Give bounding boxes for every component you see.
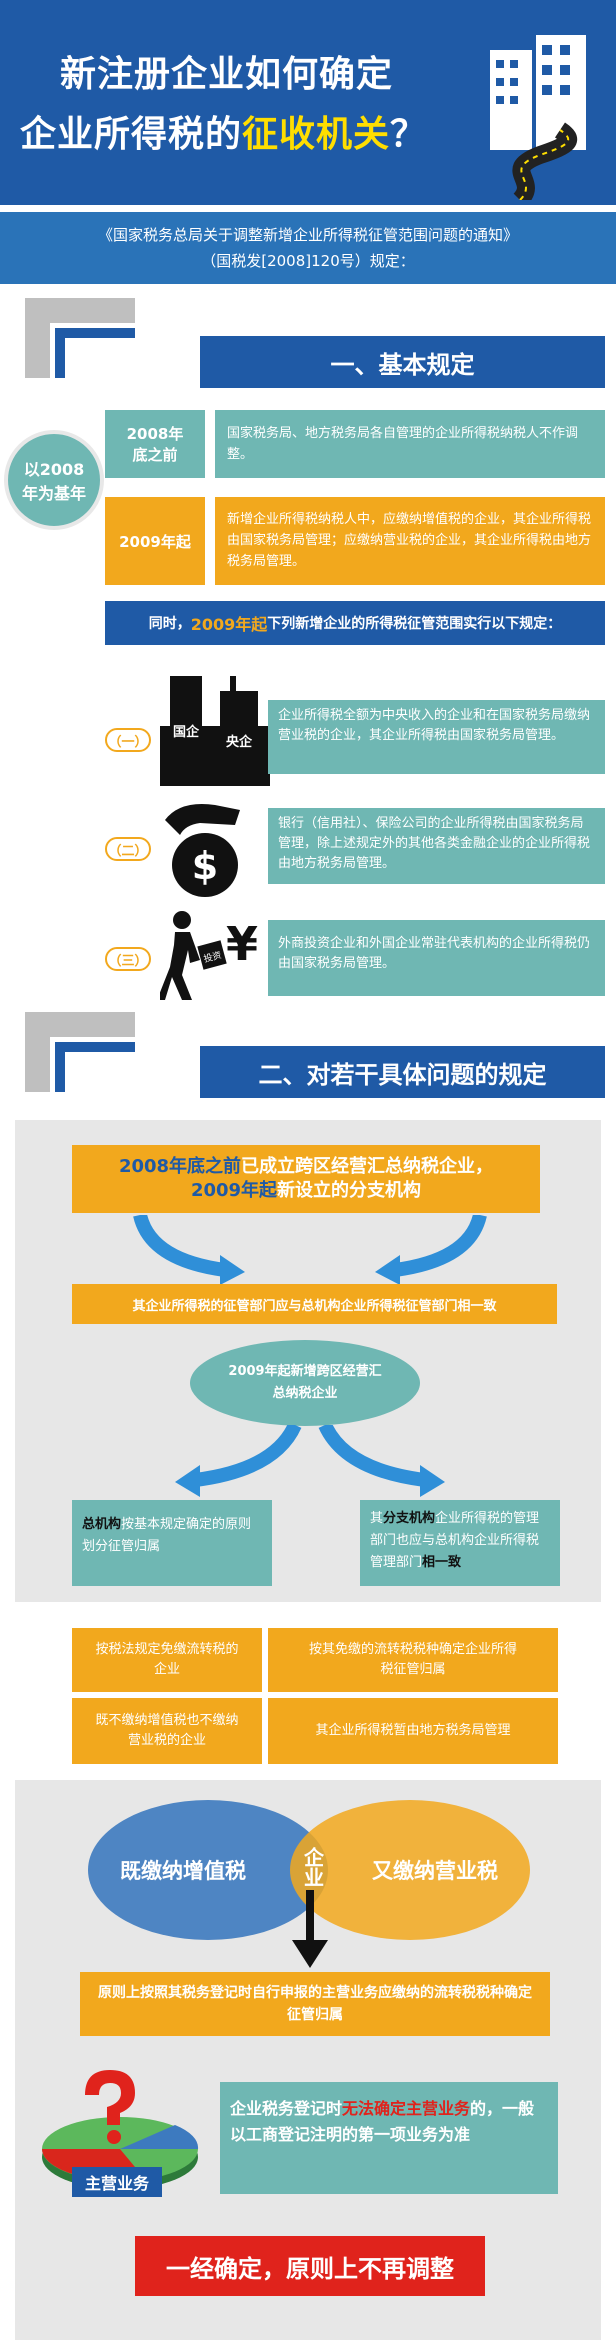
icon-label-b: 央企 [226, 734, 253, 750]
item-3-number: （三） [105, 947, 151, 971]
row-2009-text: 新增企业所得税纳税人中，应缴纳增值税的企业，其企业所得税由国家税务局管理；应缴纳… [215, 497, 605, 585]
head-office-box: 总机构按基本规定确定的原则划分征管归属 [72, 1500, 272, 1586]
business-tax-circle: 又缴纳营业税 [290, 1800, 530, 1940]
final-rule-banner: 一经确定，原则上不再调整 [135, 2236, 485, 2296]
item-2-number: （二） [105, 837, 151, 861]
base-year-badge: 以2008年为基年 [4, 430, 104, 530]
section-2-corner-icon [25, 1012, 135, 1092]
notice-line-1: 《国家税务总局关于调整新增企业所得税征管范围问题的通知》 [97, 226, 518, 244]
undetermined-business-note: 企业税务登记时无法确定主营业务的，一般以工商登记注明的第一项业务为准 [220, 2082, 558, 2194]
icon-label-a: 国企 [173, 724, 200, 740]
grid-cell-2-2: 其企业所得税暂由地方税务局管理 [268, 1698, 558, 1764]
building-road-icon [490, 35, 586, 200]
section-1-corner-icon [25, 298, 135, 378]
grid-cell-2-1: 既不缴纳增值税也不缴纳营业税的企业 [72, 1698, 262, 1764]
row-2008-text: 国家税务局、地方税务局各自管理的企业所得税纳税人不作调整。 [215, 410, 605, 478]
grid-cell-1-1: 按税法规定免缴流转税的企业 [72, 1628, 262, 1692]
main-business-label: 主营业务 [72, 2167, 162, 2197]
branch-heading-box: 2008年底之前已成立跨区经营汇总纳税企业， 2009年起新设立的分支机构 [72, 1145, 540, 1213]
svg-text:¥: ¥ [226, 917, 258, 971]
notice-banner: 《国家税务总局关于调整新增企业所得税征管范围问题的通知》 （国税发[2008]1… [0, 212, 616, 284]
also-bar: 同时，2009年起下列新增企业的所得税征管范围实行以下规定： [105, 601, 605, 645]
branch-office-box: 其分支机构企业所得税的管理部门也应与总机构企业所得税管理部门相一致 [360, 1500, 560, 1586]
notice-line-2: （国税发[2008]120号）规定： [201, 252, 415, 270]
section-2-title: 二、对若干具体问题的规定 [200, 1046, 605, 1098]
state-enterprise-building-icon: 国企 央企 [160, 676, 270, 786]
item-1-text: 企业所得税全额为中央收入的企业和在国家税务局缴纳营业税的企业，其企业所得税由国家… [268, 700, 605, 774]
title-line-1: 新注册企业如何确定 [60, 54, 394, 95]
new-enterprise-oval: 2009年起新增跨区经营汇总纳税企业 [190, 1340, 420, 1426]
money-bag-hand-icon: $ [165, 804, 240, 897]
title-line-2: 企业所得税的征收机关？ [20, 114, 428, 155]
svg-text:$: $ [192, 844, 218, 888]
vat-circle: 既缴纳增值税 [88, 1800, 328, 1940]
section-1-title: 一、基本规定 [200, 336, 605, 388]
converge-arrows-icon [133, 1215, 487, 1285]
item-3-text: 外商投资企业和外国企业常驻代表机构的企业所得税仍由国家税务局管理。 [268, 920, 605, 996]
row-2009-label: 2009年起 [105, 497, 205, 585]
header-banner: 新注册企业如何确定 企业所得税的征收机关？ [0, 0, 616, 205]
row-2008-label: 2008年底之前 [105, 410, 205, 478]
enterprise-overlap: 企业 [300, 1847, 325, 1887]
diverge-arrows-icon [175, 1425, 445, 1497]
consistency-box: 其企业所得税的征管部门应与总机构企业所得税征管部门相一致 [72, 1284, 557, 1324]
principle-box: 原则上按照其税务登记时自行申报的主营业务应缴纳的流转税税种确定征管归属 [80, 1972, 550, 2036]
grid-cell-1-2: 按其免缴的流转税税种确定企业所得税征管归属 [268, 1628, 558, 1692]
down-arrow-icon [292, 1890, 328, 1968]
item-1-number: （一） [105, 728, 151, 752]
item-2-text: 银行（信用社）、保险公司的企业所得税由国家税务局管理，除上述规定外的其他各类金融… [268, 808, 605, 884]
foreign-investment-person-icon: 投资 ¥ [160, 911, 258, 1000]
